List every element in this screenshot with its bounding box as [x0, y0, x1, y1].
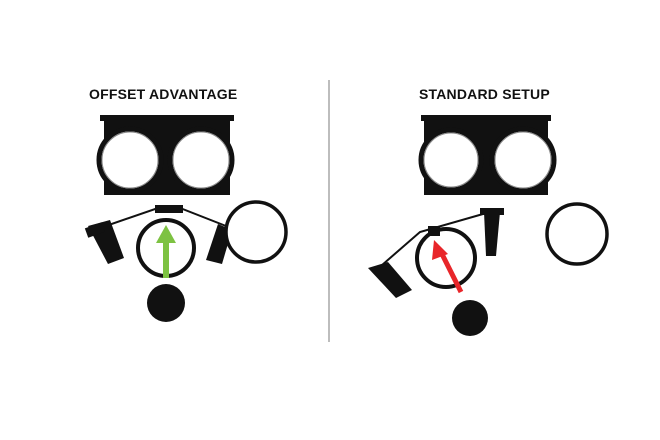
rack-tom-left: [418, 127, 484, 193]
rack-tom-right: [489, 126, 557, 194]
hihat-pedal: [368, 262, 412, 298]
rack-tom-right: [167, 126, 235, 194]
floor-tom: [545, 202, 609, 266]
arrow-diagonal-icon: [432, 240, 464, 294]
hihat-stand: [480, 208, 504, 256]
throne: [452, 300, 488, 336]
offset-kit: [84, 115, 288, 322]
floor-tom: [224, 200, 288, 264]
standard-kit: [368, 115, 609, 336]
panel-title-offset: OFFSET ADVANTAGE: [89, 86, 238, 102]
hihat-pedal: [84, 220, 124, 264]
panel-title-standard: STANDARD SETUP: [419, 86, 550, 102]
rack-tom-left: [96, 126, 164, 194]
arrow-up-icon: [156, 225, 176, 278]
divider: [328, 80, 330, 342]
throne: [147, 284, 185, 322]
